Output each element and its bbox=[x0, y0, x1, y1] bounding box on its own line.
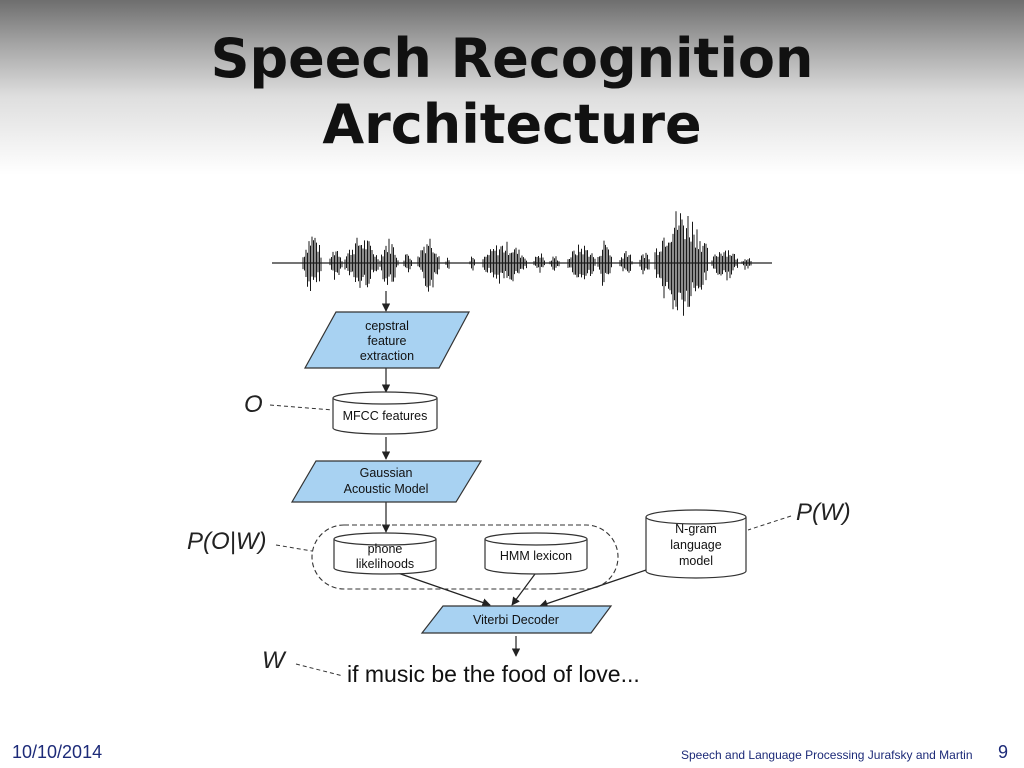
acoustic-model-line-1: Gaussian bbox=[360, 466, 413, 480]
ngram-line-2: language bbox=[670, 538, 721, 552]
phone-likelihoods-line-1: phone bbox=[368, 542, 403, 556]
speech-waveform bbox=[272, 211, 772, 316]
label-leaders bbox=[269, 404, 792, 677]
page-number: 9 bbox=[998, 742, 1009, 762]
title-background bbox=[0, 0, 1024, 175]
viterbi-decoder-node: Viterbi Decoder bbox=[420, 605, 613, 634]
hmm-lexicon-node: HMM lexicon bbox=[484, 532, 588, 575]
footer-date: 10/10/2014 bbox=[12, 742, 103, 762]
mfcc-label: MFCC features bbox=[343, 409, 428, 423]
phone-likelihoods-node: phone likelihoods bbox=[333, 532, 437, 575]
acoustic-model-node: Gaussian Acoustic Model bbox=[290, 460, 483, 503]
output-sentence: if music be the food of love... bbox=[347, 661, 640, 687]
label-o: O bbox=[244, 391, 263, 418]
feature-extraction-line-2: feature bbox=[368, 334, 407, 348]
ngram-line-3: model bbox=[679, 554, 713, 568]
label-p-o-given-w: P(O|W) bbox=[187, 528, 267, 555]
acoustic-group-outline bbox=[311, 524, 619, 590]
feature-extraction-node: cepstral feature extraction bbox=[303, 311, 471, 369]
title-line-1: Speech Recognition bbox=[210, 27, 814, 90]
footer-credit: Speech and Language Processing Jurafsky … bbox=[681, 748, 973, 762]
label-p-w: P(W) bbox=[796, 499, 851, 526]
slide-title: Speech Recognition Architecture bbox=[0, 26, 1024, 158]
label-w: W bbox=[262, 647, 287, 674]
phone-likelihoods-line-2: likelihoods bbox=[356, 557, 414, 571]
viterbi-label: Viterbi Decoder bbox=[473, 613, 559, 627]
hmm-lexicon-label: HMM lexicon bbox=[500, 549, 572, 563]
ngram-model-node: N-gram language model bbox=[645, 509, 747, 579]
arrow-phone-to-viterbi bbox=[394, 571, 491, 607]
feature-extraction-line-1: cepstral bbox=[365, 319, 409, 333]
acoustic-model-line-2: Acoustic Model bbox=[344, 482, 429, 496]
mfcc-features-node: MFCC features bbox=[332, 391, 438, 435]
ngram-line-1: N-gram bbox=[675, 522, 717, 536]
feature-extraction-line-3: extraction bbox=[360, 349, 414, 363]
title-line-2: Architecture bbox=[322, 93, 702, 156]
